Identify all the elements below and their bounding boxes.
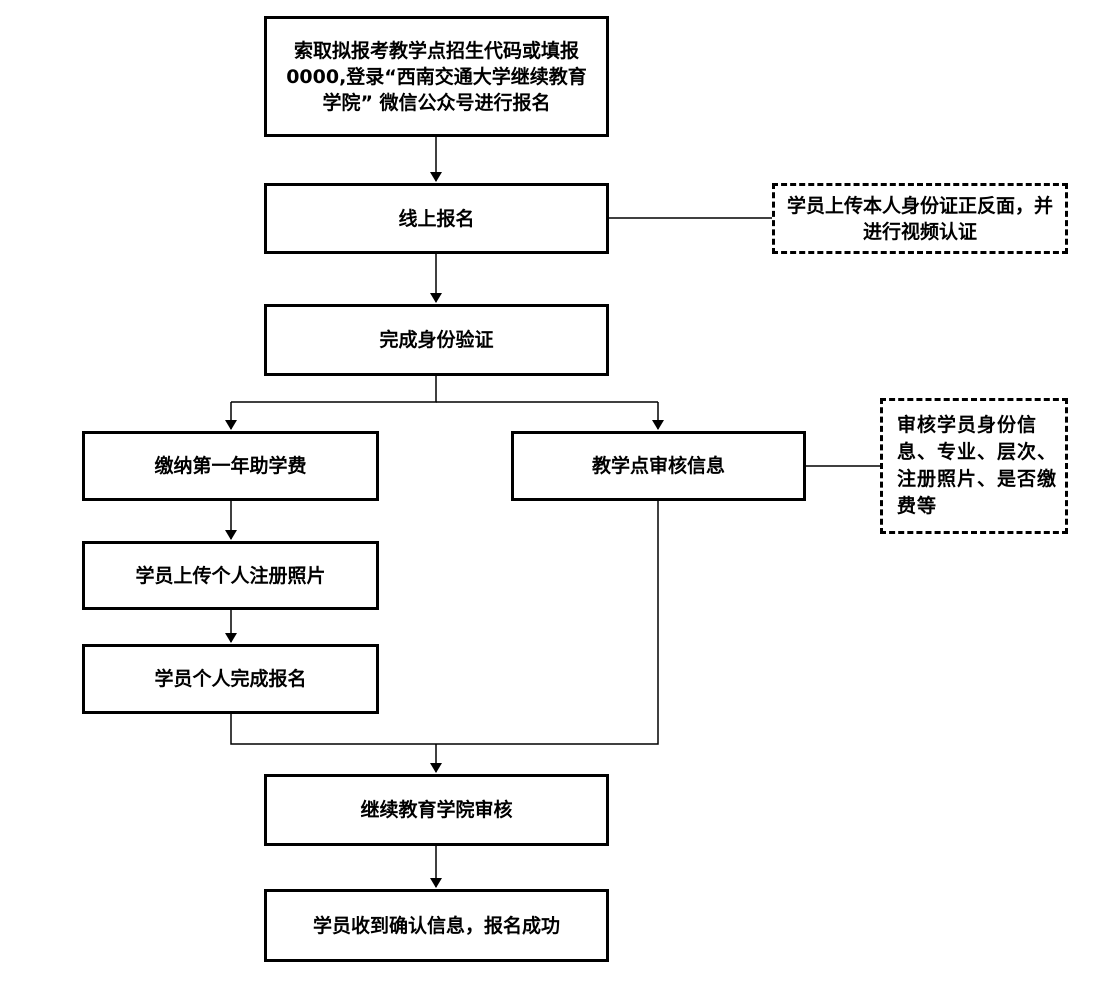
step-success-box: 学员收到确认信息，报名成功 — [264, 889, 609, 962]
step-online-signup-text: 线上报名 — [398, 207, 475, 230]
step-contact-text: 索取拟报考教学点招生代码或填报 0000,登录“西南交通大学继续教育学院” 微信… — [286, 39, 587, 114]
note-id-upload-box: 学员上传本人身份证正反面，并进行视频认证 — [772, 183, 1068, 254]
step-identity-verified-text: 完成身份验证 — [379, 329, 494, 351]
step-signup-complete-box: 学员个人完成报名 — [82, 644, 379, 714]
note-center-review-text: 审核学员身份信息、专业、层次、注册照片、是否缴费等 — [897, 414, 1058, 517]
step-college-review-box: 继续教育学院审核 — [264, 774, 609, 846]
step-success-text: 学员收到确认信息，报名成功 — [312, 914, 560, 937]
connector-complete-merge — [230, 501, 659, 745]
step-identity-verified-box: 完成身份验证 — [264, 304, 609, 376]
step-pay-fee-box: 缴纳第一年助学费 — [82, 431, 379, 501]
step-college-review-text: 继续教育学院审核 — [360, 799, 513, 821]
connector-verified-split — [231, 376, 437, 403]
note-center-review-box: 审核学员身份信息、专业、层次、注册照片、是否缴费等 — [880, 398, 1068, 534]
step-center-review-box: 教学点审核信息 — [511, 431, 806, 501]
step-upload-photo-box: 学员上传个人注册照片 — [82, 541, 379, 610]
note-id-upload-text: 学员上传本人身份证正反面，并进行视频认证 — [786, 194, 1053, 243]
step-pay-fee-text: 缴纳第一年助学费 — [154, 455, 307, 477]
step-online-signup-box: 线上报名 — [264, 183, 609, 254]
step-center-review-text: 教学点审核信息 — [591, 455, 725, 477]
step-signup-complete-text: 学员个人完成报名 — [154, 668, 307, 690]
step-contact-box: 索取拟报考教学点招生代码或填报 0000,登录“西南交通大学继续教育学院” 微信… — [264, 16, 609, 137]
step-upload-photo-text: 学员上传个人注册照片 — [135, 564, 326, 587]
